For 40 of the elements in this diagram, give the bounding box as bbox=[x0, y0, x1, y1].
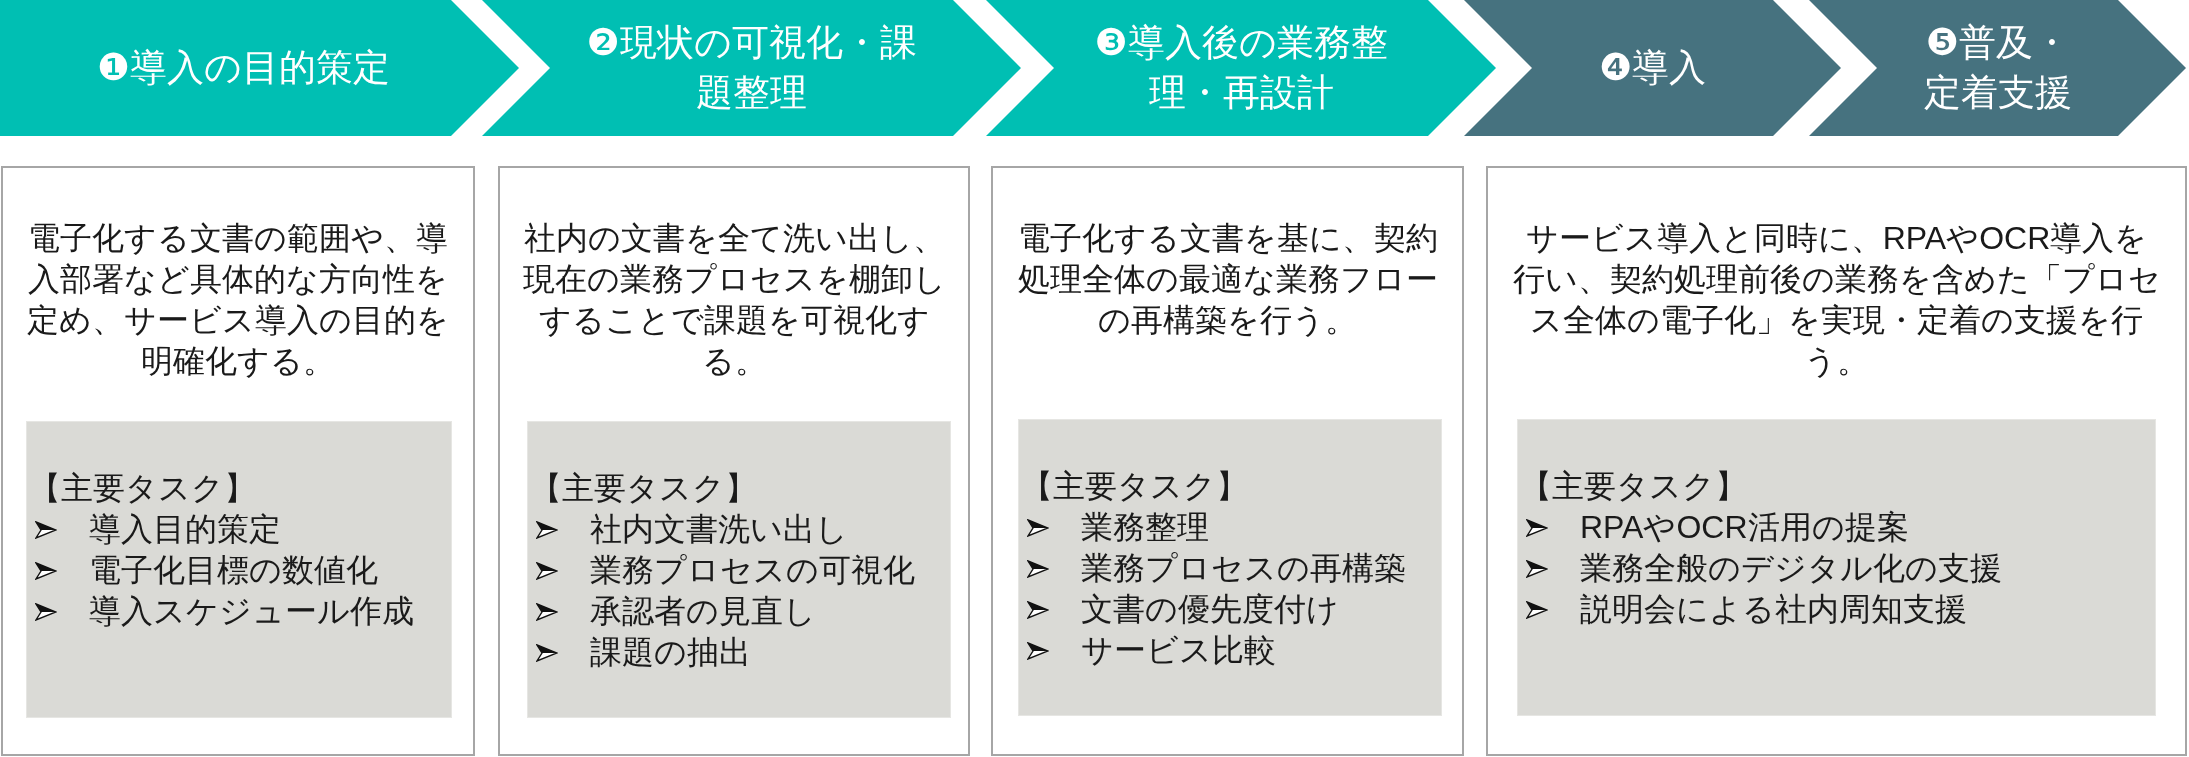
task-item: 業務全般のデジタル化の支援 bbox=[1580, 549, 2002, 588]
task-heading: 【主要タスク】 bbox=[530, 469, 757, 508]
task-item: 電子化目標の数値化 bbox=[89, 551, 378, 590]
step-description: サービス導入と同時に、RPAやOCR導入を行い、契約処理前後の業務を含めた「プロセス全体の電子化」を実現・定着の支援を行う。 bbox=[1511, 219, 2162, 381]
task-item: 業務整理 bbox=[1081, 508, 1209, 547]
process-step bbox=[482, 0, 1021, 136]
process-step bbox=[986, 0, 1496, 136]
task-item: 説明会による社内周知支援 bbox=[1580, 590, 1967, 629]
step-card bbox=[1, 166, 475, 756]
task-item: 業務プロセスの可視化 bbox=[590, 551, 915, 590]
step-card bbox=[991, 166, 1464, 756]
task-item: 導入目的策定 bbox=[89, 510, 281, 549]
task-item: 文書の優先度付け bbox=[1081, 590, 1339, 629]
task-item: 社内文書洗い出し bbox=[590, 510, 848, 549]
task-panel bbox=[26, 421, 452, 718]
step-title: ❸導入後の業務整理・再設計 bbox=[1093, 21, 1389, 115]
process-step bbox=[1809, 0, 2186, 136]
task-heading: 【主要タスク】 bbox=[29, 469, 256, 508]
step-title: ❺普及・定着支援 bbox=[1922, 21, 2073, 115]
task-item: RPAやOCR活用の提案 bbox=[1580, 508, 1909, 547]
task-item: 業務プロセスの再構築 bbox=[1081, 549, 1406, 588]
task-item: 承認者の見直し bbox=[590, 592, 816, 631]
step-description: 社内の文書を全て洗い出し、現在の業務プロセスを棚卸しすることで課題を可視化する。 bbox=[522, 219, 946, 381]
task-heading: 【主要タスク】 bbox=[1520, 467, 1747, 506]
step-title: ❶導入の目的策定 bbox=[96, 46, 391, 90]
task-panel bbox=[527, 421, 951, 718]
step-card bbox=[1486, 166, 2187, 756]
task-item: 課題の抽出 bbox=[590, 633, 751, 672]
task-heading: 【主要タスク】 bbox=[1021, 467, 1248, 506]
task-item: サービス比較 bbox=[1081, 631, 1276, 670]
step-description: 電子化する文書の範囲や、導入部署など具体的な方向性を定め、サービス導入の目的を明確化する。 bbox=[26, 219, 450, 381]
step-title: ❹導入 bbox=[1598, 46, 1707, 90]
step-description: 電子化する文書を基に、契約処理全体の最適な業務フローの再構築を行う。 bbox=[1016, 219, 1439, 340]
task-item: 導入スケジュール作成 bbox=[89, 592, 414, 631]
task-panel bbox=[1517, 419, 2156, 716]
process-step bbox=[0, 0, 519, 136]
step-card bbox=[498, 166, 970, 756]
step-title: ❷現状の可視化・課題整理 bbox=[585, 21, 918, 115]
task-panel bbox=[1018, 419, 1442, 716]
process-step bbox=[1464, 0, 1841, 136]
